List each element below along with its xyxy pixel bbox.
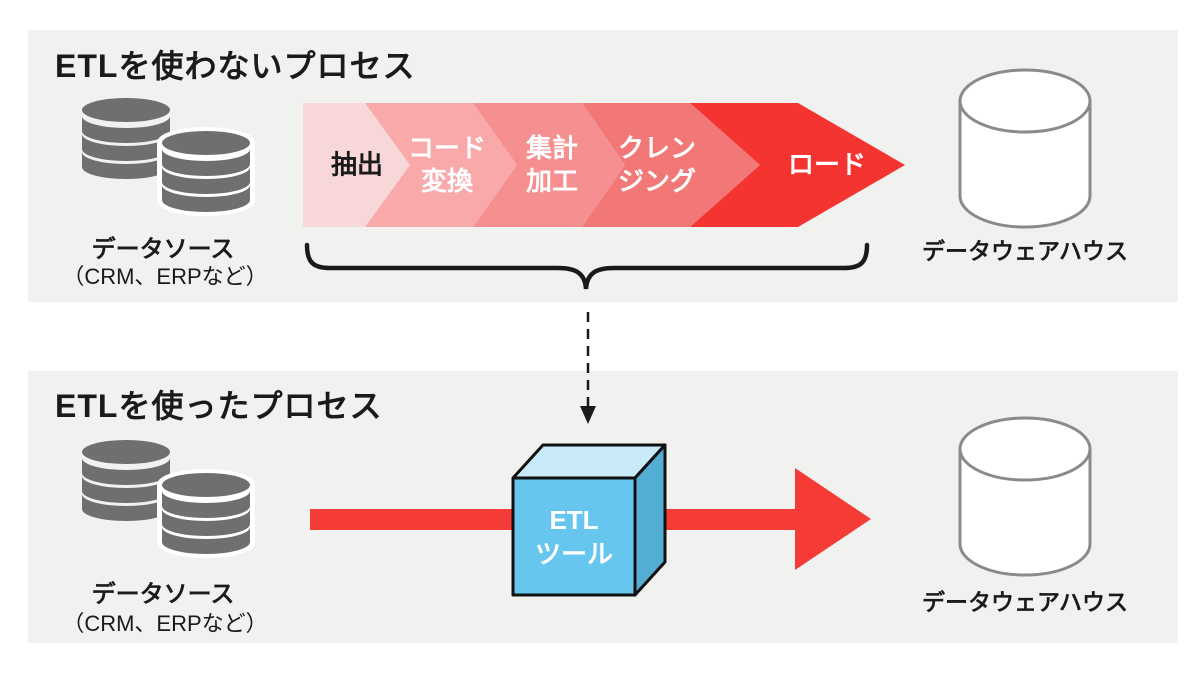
step-label-line: 加工 [525,166,579,196]
database-stack-icon-bottom [82,440,252,555]
chevron-process-band [303,103,905,227]
cube-front-face [511,476,637,597]
step-label-load: ロード [788,149,866,182]
bottom-section-title: ETLを使ったプロセス [55,388,383,424]
top-section-title: ETLを使わないプロセス [55,48,416,84]
step-label-line: コード [407,133,487,163]
etl-tool-label: ETL ツール [535,503,613,571]
warehouse-label-top: データウェアハウス [921,238,1129,264]
data-source-sublabel-top: （CRM、ERPなど） [62,264,268,289]
database-stack-icon-top [82,98,252,213]
dashed-arrow-icon [580,312,596,424]
step-label-line: 集計 [525,133,579,163]
step-label-line: ジング [617,166,697,196]
etl-tool-cube-icon [511,443,667,597]
data-source-label-bottom: データソース [91,581,235,608]
step-label-line: クレン [617,133,697,163]
step-label-code-conversion: コード 変換 [408,132,486,198]
warehouse-cylinder-icon-bottom [958,416,1092,577]
process-step-chevron-4 [582,103,760,227]
data-source-label-top: データソース [91,236,235,263]
step-label-cleansing: クレン ジング [618,132,696,198]
step-label-aggregation: 集計 加工 [526,132,578,198]
data-source-sublabel-bottom: （CRM、ERPなど） [62,611,268,636]
process-step-chevron-3 [473,103,625,227]
warehouse-cylinder-icon-top [958,68,1092,229]
process-step-chevron-1 [303,103,410,227]
step-label-line: 変換 [420,166,474,196]
curly-brace [304,242,870,290]
process-step-chevron-5 [690,103,905,227]
warehouse-label-bottom: データウェアハウス [921,589,1129,615]
step-label-line: ロード [787,149,867,180]
step-label-extract: 抽出 [331,149,383,182]
etl-tool-label-line: ETL [549,505,599,535]
step-label-line: 抽出 [330,149,384,180]
dashed-arrow-head [580,406,596,424]
process-step-chevron-2 [365,103,517,227]
etl-tool-label-line: ツール [534,539,614,569]
